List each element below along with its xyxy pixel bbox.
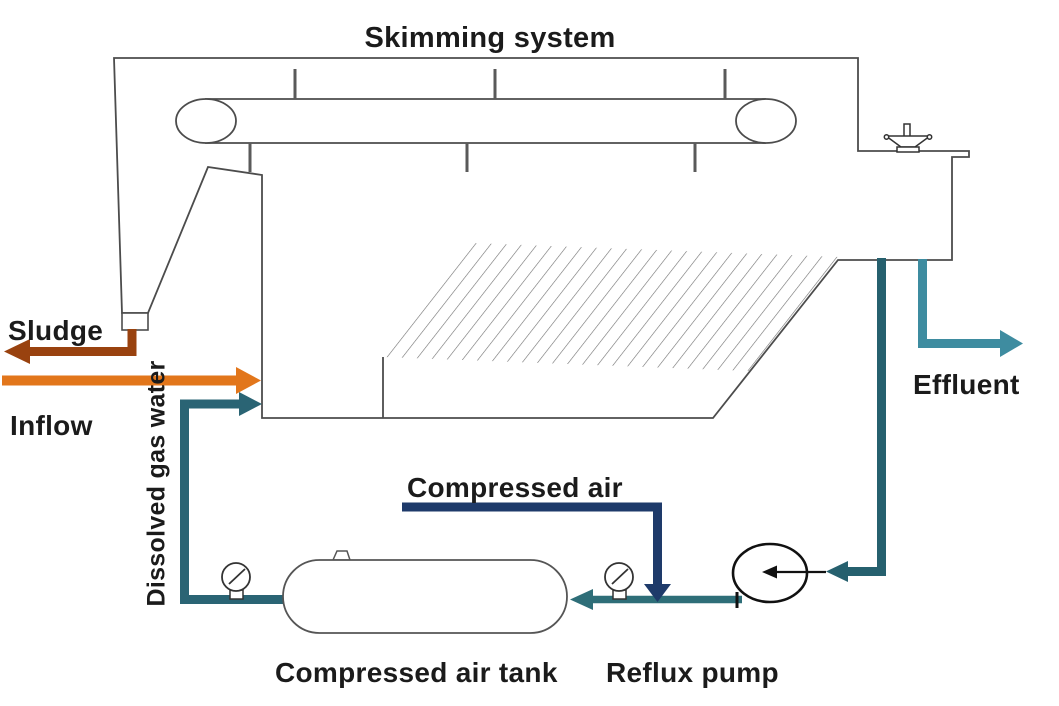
reflux-pipe xyxy=(826,258,886,582)
compressed-air-label: Compressed air xyxy=(407,472,623,503)
inflow-label: Inflow xyxy=(10,410,93,441)
pressure-gauge-icon xyxy=(221,562,251,600)
skimming-system-label: Skimming system xyxy=(364,22,616,54)
reflux-pump-icon xyxy=(731,542,826,608)
inflow-arrow xyxy=(2,367,261,394)
compressed-air-pipe xyxy=(402,502,671,602)
lamella-plates xyxy=(383,243,840,371)
compressed-air-tank xyxy=(282,559,568,634)
reflux-pump-label: Reflux pump xyxy=(606,657,779,688)
tank-nozzle xyxy=(331,550,352,561)
flotation-tank-outline xyxy=(113,57,970,419)
skimmer-roller-right-icon xyxy=(735,98,797,144)
dissolved-gas-water-label: Dissolved gas water xyxy=(142,360,171,607)
pressure-gauge-icon xyxy=(604,562,634,600)
effluent-arrow xyxy=(918,259,1023,357)
compressed-air-tank-label: Compressed air tank xyxy=(275,657,558,688)
sludge-label: Sludge xyxy=(8,315,104,346)
effluent-label: Effluent xyxy=(913,369,1020,400)
skimmer-roller-left-icon xyxy=(175,98,237,144)
valve-icon xyxy=(883,123,933,153)
sludge-arrow xyxy=(4,329,137,364)
sludge-outlet-box xyxy=(121,312,149,331)
